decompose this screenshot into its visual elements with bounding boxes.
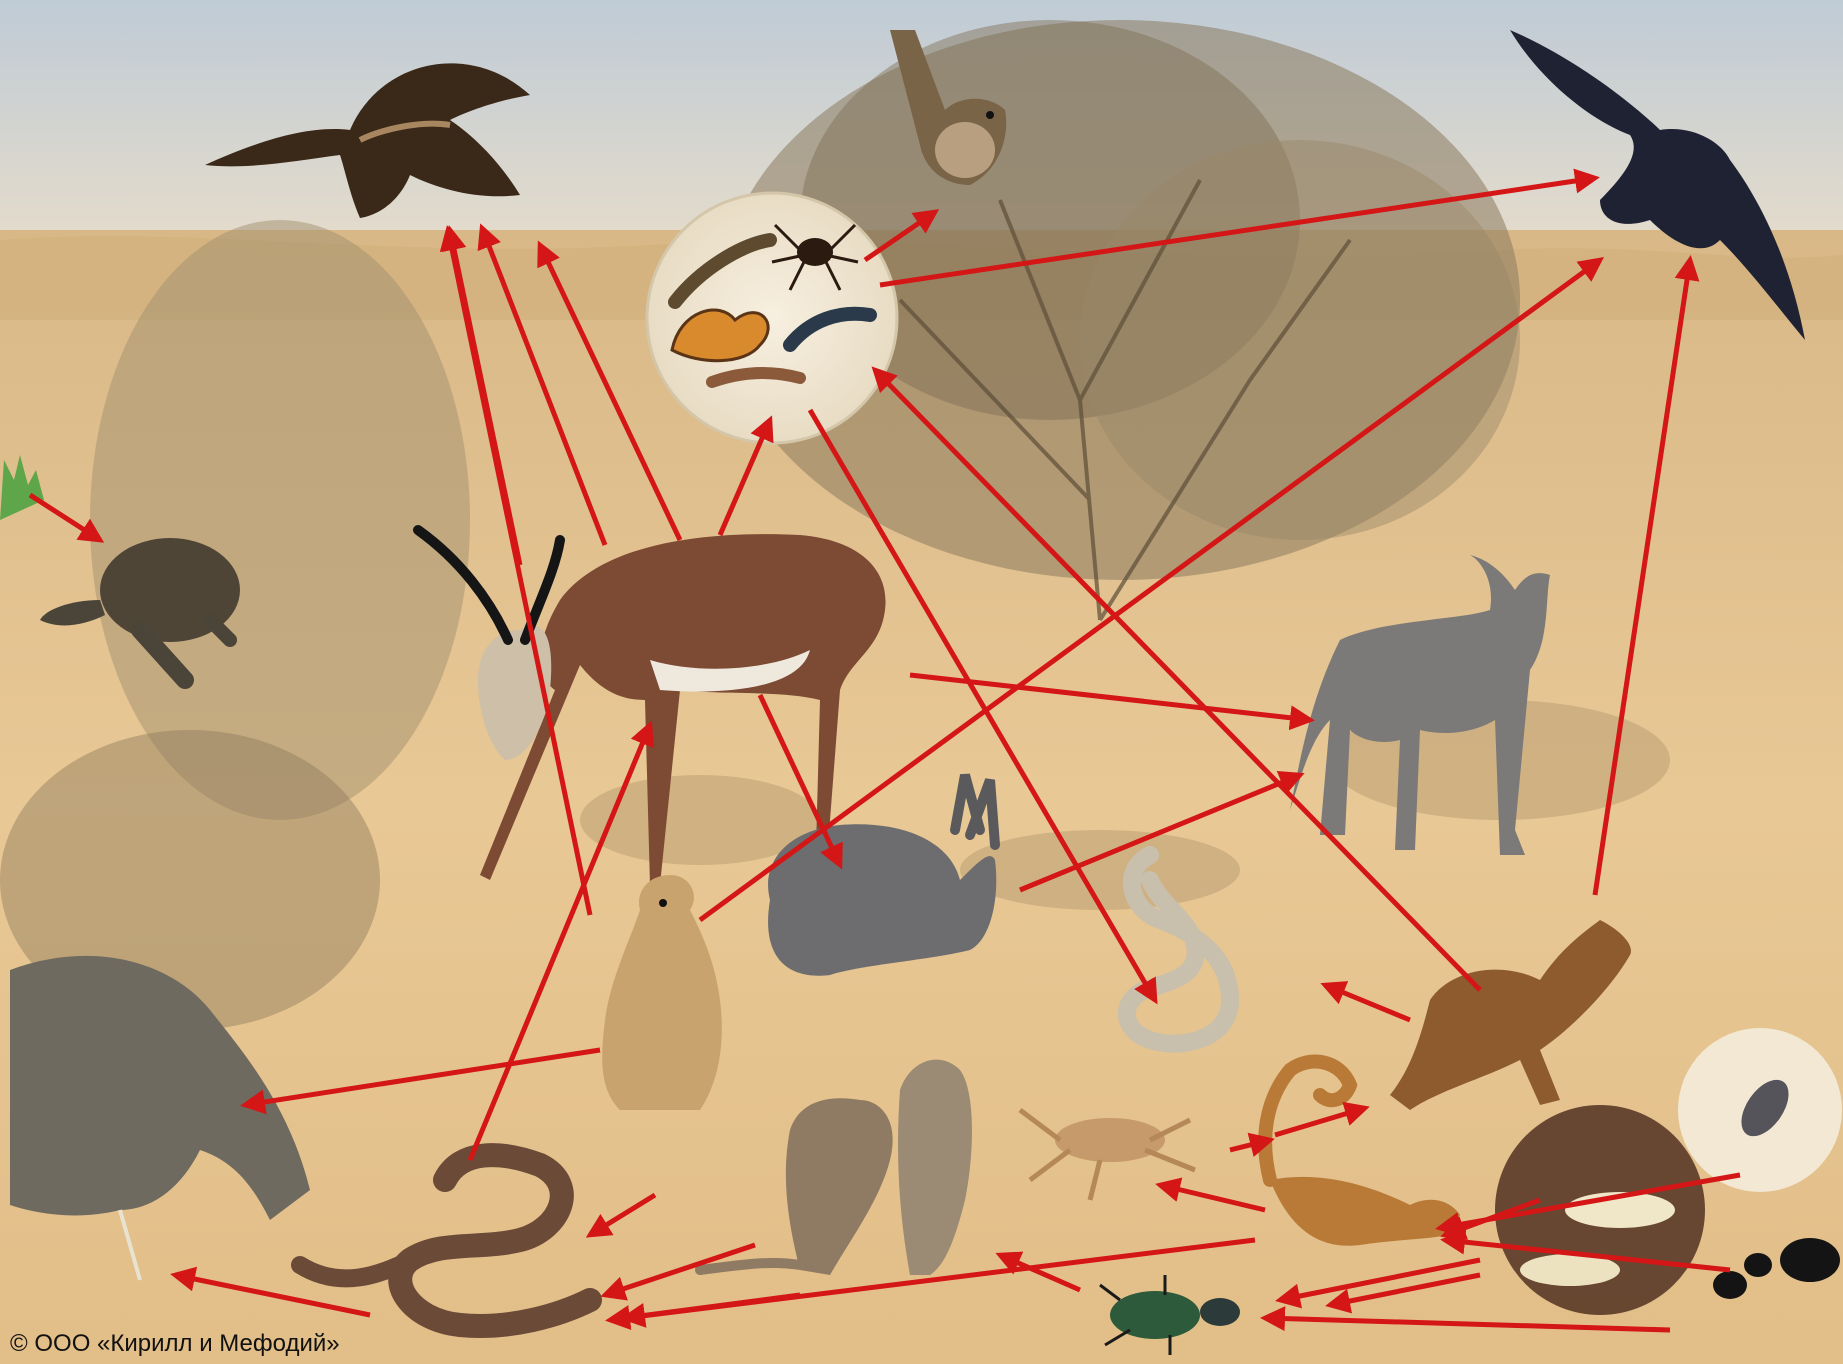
termites[interactable]	[1495, 1105, 1705, 1315]
insects-group[interactable]	[647, 193, 897, 443]
woodlouse[interactable]	[1678, 1028, 1842, 1192]
copyright-credit: © ООО «Кирилл и Мефодий»	[10, 1330, 340, 1358]
